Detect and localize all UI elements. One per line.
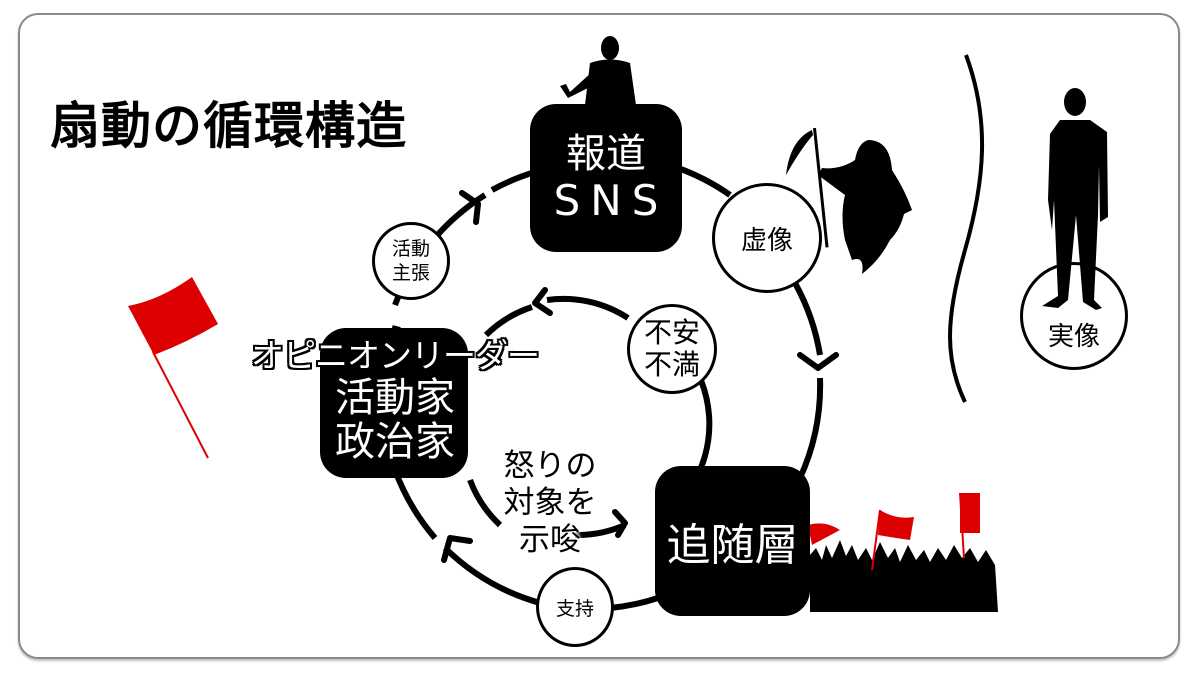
anger-line3: 示唆 (519, 522, 581, 558)
outer-cycle-arc-top-left (490, 169, 536, 193)
outer-cycle-arc-right (792, 281, 823, 356)
speaker-silhouette-icon (560, 36, 636, 105)
node-leader (320, 328, 468, 478)
inner-cycle-arc-top (546, 295, 630, 321)
arrow-to-media-icon (459, 190, 481, 225)
outer-cycle-arc-left-bottom (392, 468, 438, 540)
outer-cycle-arc-top-right (676, 165, 732, 198)
node-media-line2: SNS (553, 176, 669, 225)
bubble-anxiety: 不安 不満 (627, 304, 717, 394)
arrow-inner-to-followers-icon (612, 509, 628, 538)
node-media-sns: 報道 SNS (530, 104, 682, 252)
node-leader-label: オピニオンリーダー 活動家 政治家 (215, 336, 575, 464)
crowd-with-flags-icon (808, 492, 998, 612)
outer-cycle-arc-bottom (609, 595, 659, 611)
bubble-real-image: 実像 (1020, 262, 1128, 370)
bubble-anxiety-line1: 不安 (643, 316, 700, 349)
divider-curve (948, 54, 985, 403)
arrow-inner-to-leader-icon (532, 287, 553, 316)
bubble-support: 支持 (536, 567, 614, 647)
anger-target-label: 怒りの 対象を 示唆 (490, 448, 610, 559)
node-leader-line2: 活動家 (335, 375, 455, 421)
anger-line1: 怒りの (503, 448, 597, 484)
node-followers: 追随層 (655, 466, 810, 616)
arrow-to-followers-icon (797, 352, 839, 371)
node-media-line1: 報道 (566, 131, 646, 177)
anger-line2: 対象を (503, 485, 597, 521)
red-flag-icon (128, 277, 218, 459)
inner-cycle-arc-topleft (483, 304, 533, 338)
node-leader-line3: 政治家 (335, 419, 455, 465)
bubble-virtual-image-label: 虚像 (740, 225, 793, 256)
arrow-to-leader-icon (441, 535, 473, 563)
node-followers-label: 追随層 (666, 520, 799, 571)
bubble-virtual-image: 虚像 (712, 183, 822, 293)
outer-cycle-arc-bottom-left (442, 545, 541, 606)
page-title: 扇動の循環構造 (50, 97, 407, 155)
node-leader-line1: オピニオンリーダー (251, 336, 540, 375)
outer-cycle-arc-right-low (797, 377, 824, 480)
bubble-support-label: 支持 (555, 597, 594, 620)
bubble-claim-line2: 主張 (391, 262, 430, 284)
bubble-claim-line1: 活動 (391, 238, 430, 260)
bubble-real-image-label: 実像 (1047, 321, 1100, 352)
bubble-anxiety-line2: 不満 (643, 348, 700, 381)
inner-cycle-arc-left (467, 478, 503, 528)
bubble-claim: 活動 主張 (372, 222, 450, 300)
standing-man-icon (1042, 88, 1108, 310)
grim-reaper-icon (786, 127, 912, 274)
